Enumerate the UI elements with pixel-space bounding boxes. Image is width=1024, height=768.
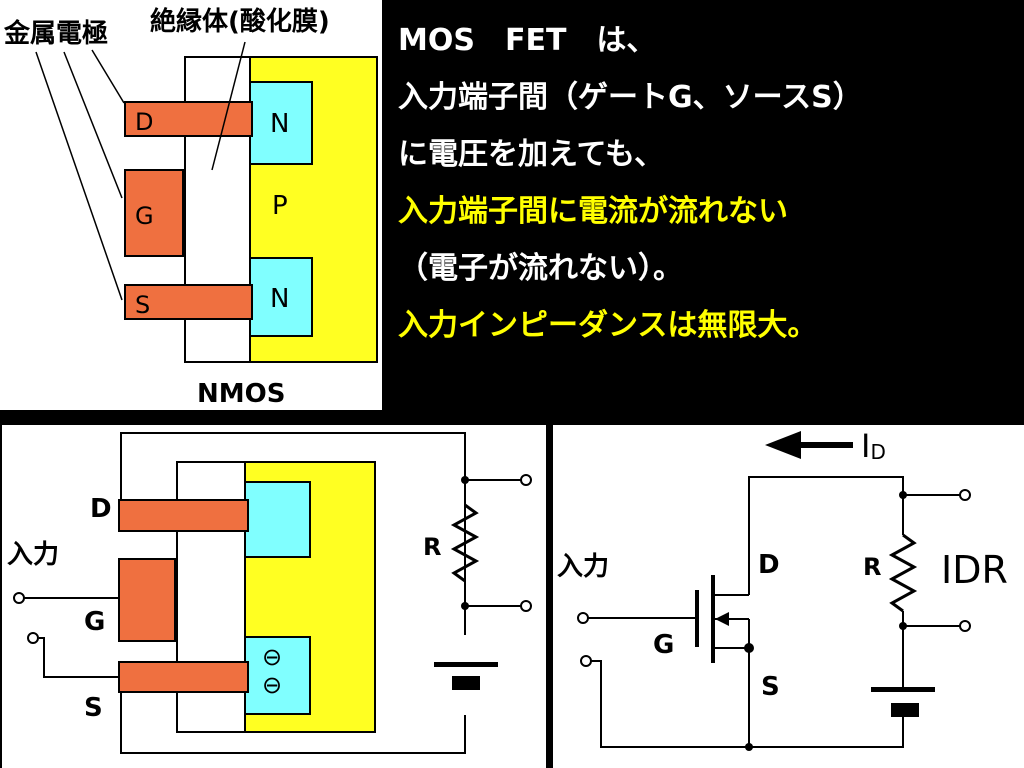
gate-electrode xyxy=(118,558,176,642)
output-terminal-top xyxy=(520,474,532,486)
current-arrow-head xyxy=(765,431,801,459)
junction-dot xyxy=(745,743,753,751)
gate-electrode xyxy=(124,169,184,257)
schematic-circuit-diagram: ID D 入力 G S R IDR xyxy=(553,425,1024,768)
leader-line xyxy=(63,51,123,199)
label-n-bottom: N xyxy=(270,284,289,314)
junction-dot xyxy=(899,622,907,630)
n-region-source xyxy=(249,257,313,337)
input-terminal-gate xyxy=(577,612,589,624)
label-gate: G xyxy=(84,607,105,637)
explanation-line-3: に電圧を加えても、 xyxy=(398,137,665,172)
leader-line xyxy=(35,51,123,301)
label-metal-electrode: 金属電極 xyxy=(3,18,108,49)
source-electrode xyxy=(118,661,249,693)
battery-negative-plate xyxy=(891,703,919,717)
label-resistor: R xyxy=(423,533,441,561)
n-region-drain xyxy=(249,81,313,165)
label-current: ID xyxy=(861,427,886,465)
label-drain: D xyxy=(758,550,780,580)
explanation-line-4-highlight: 入力端子間に電流が流れない xyxy=(398,194,788,229)
electron-symbol: ⊖ xyxy=(262,671,282,699)
label-input: 入力 xyxy=(7,540,59,570)
junction-dot xyxy=(461,476,469,484)
explanation-line-6-highlight: 入力インピーダンスは無限大。 xyxy=(398,308,818,343)
body-arrow xyxy=(715,612,729,626)
label-resistor: R xyxy=(863,553,881,581)
structure-circuit-svg: D 入力 G S R ⊖ ⊖ xyxy=(7,432,532,754)
battery-positive-plate xyxy=(871,687,935,692)
explanation-line-2: 入力端子間（ゲートG、ソースS） xyxy=(398,80,863,115)
resistor-symbol xyxy=(888,533,918,613)
nmos-structure-diagram: 金属電極 絶縁体(酸化膜) D G S N P N NMOS xyxy=(0,0,382,410)
input-terminal-gate xyxy=(13,592,25,604)
nmos-structure-svg: 金属電極 絶縁体(酸化膜) D G S N P N NMOS xyxy=(3,6,378,409)
input-terminal-source xyxy=(580,655,592,667)
drain-electrode xyxy=(124,101,253,137)
explanation-line-5: （電子が流れない）。 xyxy=(398,251,683,286)
leader-line xyxy=(211,41,246,171)
source-electrode xyxy=(124,284,253,320)
label-insulator-oxide: 絶縁体(酸化膜) xyxy=(150,6,330,37)
label-gate: G xyxy=(653,630,674,660)
output-terminal-bottom xyxy=(959,620,971,632)
leader-line xyxy=(91,49,125,104)
label-gate: G xyxy=(135,202,154,230)
label-input: 入力 xyxy=(557,552,609,582)
label-nmos: NMOS xyxy=(197,379,285,409)
label-source: S xyxy=(135,291,150,319)
battery-negative-plate xyxy=(452,676,480,690)
label-n-top: N xyxy=(270,109,289,139)
drain-wire xyxy=(748,476,904,595)
input-ground-wire xyxy=(590,660,904,748)
drain-electrode xyxy=(118,499,249,532)
label-voltage-drop: IDR xyxy=(941,548,1008,592)
junction-dot xyxy=(461,602,469,610)
electron-symbol: ⊖ xyxy=(262,643,282,671)
explanation-line-1: MOS FET は、 xyxy=(398,23,657,58)
explanation-text: MOS FET は、 入力端子間（ゲートG、ソースS） に電圧を加えても、 入力… xyxy=(398,12,1018,354)
n-region-drain xyxy=(244,481,311,558)
drain-wire xyxy=(120,432,466,635)
label-drain: D xyxy=(135,108,153,136)
junction-dot xyxy=(899,491,907,499)
input-terminal-source xyxy=(27,632,39,644)
resistor-symbol xyxy=(450,503,480,583)
label-source: S xyxy=(761,672,780,702)
label-current-subscript: D xyxy=(870,440,885,464)
output-terminal-bottom xyxy=(520,600,532,612)
battery-positive-plate xyxy=(434,662,498,667)
input-ground-wire xyxy=(39,637,119,678)
label-p: P xyxy=(272,191,288,221)
schematic-circuit-svg: ID D 入力 G S R IDR xyxy=(557,427,1008,751)
label-drain: D xyxy=(90,494,112,524)
n-region-source xyxy=(244,636,311,715)
source-wire xyxy=(120,692,466,754)
output-terminal-top xyxy=(959,489,971,501)
label-source: S xyxy=(84,693,103,723)
structure-circuit-diagram: D 入力 G S R ⊖ ⊖ xyxy=(2,425,546,768)
